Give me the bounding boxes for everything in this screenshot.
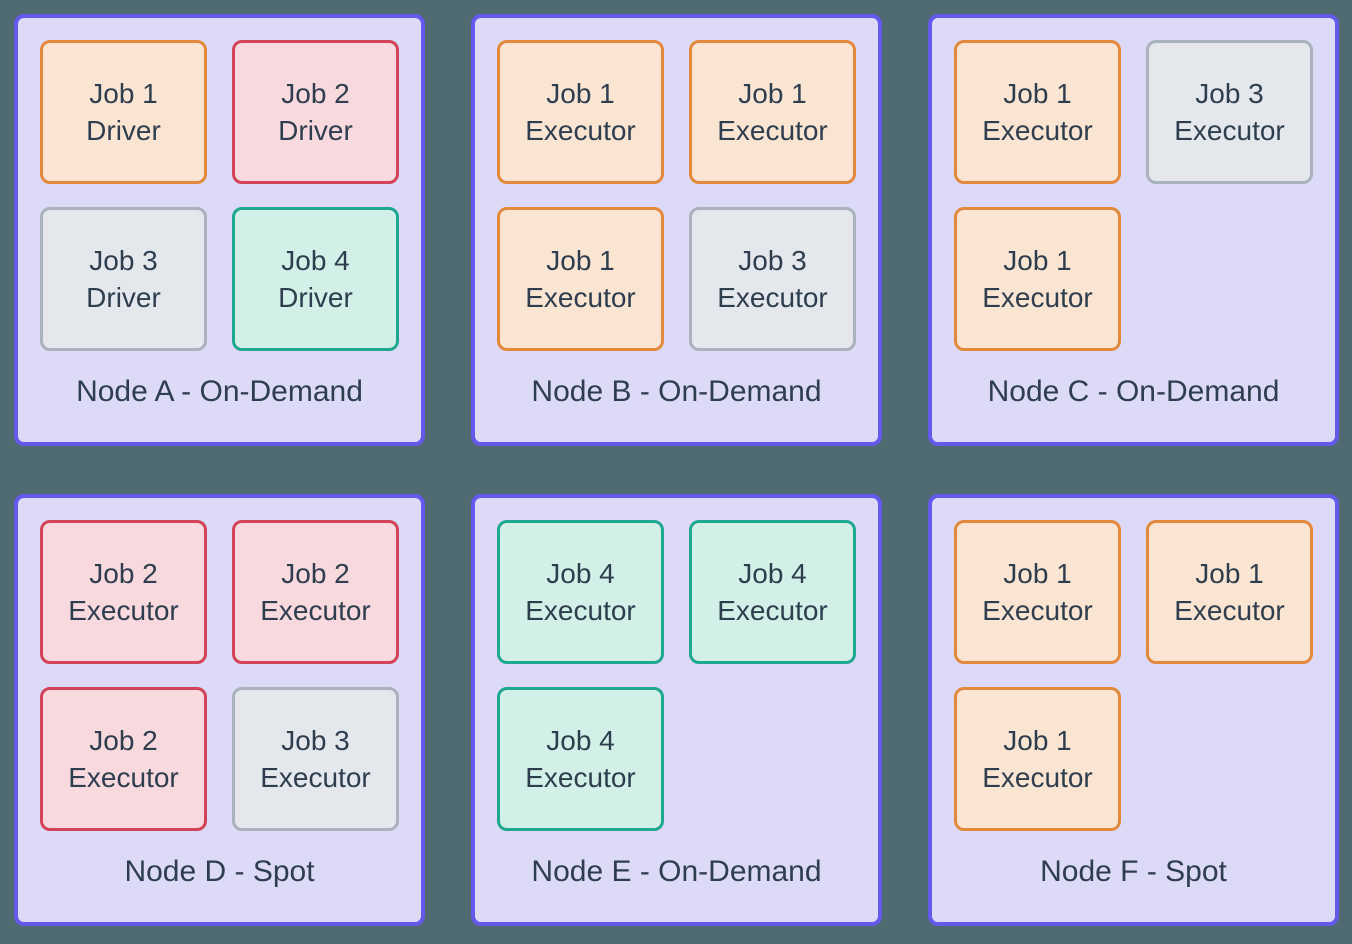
node-label: Node A - On-Demand (76, 374, 363, 408)
job-box-line1: Job 1 (546, 78, 615, 109)
job-box-line1: Job 2 (281, 558, 350, 589)
node-e-job-grid: Job 4 Executor Job 4 Executor Job 4 Exec… (497, 520, 856, 831)
job-box-line1: Job 1 (1003, 78, 1072, 109)
node-a-job-grid: Job 1 Driver Job 2 Driver Job 3 Driver J… (40, 40, 399, 351)
job-box-line2: Executor (68, 595, 179, 626)
job-box-line2: Executor (260, 595, 371, 626)
job-box-line1: Job 1 (1003, 725, 1072, 756)
job-box-line2: Executor (982, 282, 1093, 313)
job-box: Job 4 Driver (232, 207, 399, 351)
job-box-line2: Driver (86, 282, 161, 313)
node-card-c: Job 1 Executor Job 3 Executor Job 1 Exec… (928, 14, 1339, 446)
job-box-line1: Job 3 (738, 245, 807, 276)
job-box-line2: Executor (525, 595, 636, 626)
job-box: Job 4 Executor (689, 520, 856, 664)
job-box-line1: Job 4 (281, 245, 350, 276)
job-box: Job 1 Executor (497, 207, 664, 351)
job-box-line1: Job 1 (546, 245, 615, 276)
job-box-line1: Job 1 (1003, 558, 1072, 589)
job-box-line1: Job 3 (281, 725, 350, 756)
job-box-line2: Executor (525, 115, 636, 146)
job-box-line1: Job 2 (89, 558, 158, 589)
job-box-line2: Executor (717, 115, 828, 146)
job-box-line1: Job 2 (281, 78, 350, 109)
node-d-job-grid: Job 2 Executor Job 2 Executor Job 2 Exec… (40, 520, 399, 831)
job-box: Job 2 Executor (40, 687, 207, 831)
job-box: Job 3 Executor (232, 687, 399, 831)
job-box-line1: Job 1 (89, 78, 158, 109)
job-box: Job 3 Executor (689, 207, 856, 351)
job-box-line1: Job 1 (738, 78, 807, 109)
node-card-b: Job 1 Executor Job 1 Executor Job 1 Exec… (471, 14, 882, 446)
job-box: Job 3 Driver (40, 207, 207, 351)
job-box-line2: Executor (68, 762, 179, 793)
job-box-line1: Job 1 (1195, 558, 1264, 589)
job-box-line2: Executor (1174, 115, 1285, 146)
node-b-job-grid: Job 1 Executor Job 1 Executor Job 1 Exec… (497, 40, 856, 351)
node-label: Node B - On-Demand (531, 374, 822, 408)
node-card-f: Job 1 Executor Job 1 Executor Job 1 Exec… (928, 494, 1339, 926)
job-box: Job 1 Executor (954, 207, 1121, 351)
node-card-e: Job 4 Executor Job 4 Executor Job 4 Exec… (471, 494, 882, 926)
job-box: Job 1 Executor (954, 40, 1121, 184)
node-label: Node C - On-Demand (987, 374, 1280, 408)
job-box-line1: Job 2 (89, 725, 158, 756)
job-box-line1: Job 1 (1003, 245, 1072, 276)
job-box: Job 2 Executor (40, 520, 207, 664)
job-box-line2: Executor (525, 762, 636, 793)
job-box-line1: Job 3 (89, 245, 158, 276)
job-box: Job 1 Executor (954, 687, 1121, 831)
node-f-job-grid: Job 1 Executor Job 1 Executor Job 1 Exec… (954, 520, 1313, 831)
job-box: Job 2 Driver (232, 40, 399, 184)
job-box: Job 4 Executor (497, 520, 664, 664)
job-box: Job 1 Executor (1146, 520, 1313, 664)
job-box-line2: Driver (278, 282, 353, 313)
node-label: Node F - Spot (1040, 854, 1227, 888)
node-card-a: Job 1 Driver Job 2 Driver Job 3 Driver J… (14, 14, 425, 446)
job-box-line2: Executor (982, 595, 1093, 626)
job-box-line2: Executor (525, 282, 636, 313)
node-c-job-grid: Job 1 Executor Job 3 Executor Job 1 Exec… (954, 40, 1313, 351)
node-label: Node E - On-Demand (531, 854, 822, 888)
job-box-line1: Job 4 (546, 558, 615, 589)
job-box-line2: Executor (982, 115, 1093, 146)
node-label: Node D - Spot (124, 854, 315, 888)
job-box-line1: Job 3 (1195, 78, 1264, 109)
job-box: Job 1 Driver (40, 40, 207, 184)
job-box-line2: Driver (86, 115, 161, 146)
job-box: Job 4 Executor (497, 687, 664, 831)
job-box-line2: Executor (717, 282, 828, 313)
job-box: Job 2 Executor (232, 520, 399, 664)
job-box-line1: Job 4 (546, 725, 615, 756)
job-box-line2: Executor (260, 762, 371, 793)
job-box-line2: Executor (717, 595, 828, 626)
job-box-line1: Job 4 (738, 558, 807, 589)
job-box-line2: Executor (982, 762, 1093, 793)
node-card-d: Job 2 Executor Job 2 Executor Job 2 Exec… (14, 494, 425, 926)
job-box-line2: Driver (278, 115, 353, 146)
job-box: Job 3 Executor (1146, 40, 1313, 184)
job-box: Job 1 Executor (497, 40, 664, 184)
job-box: Job 1 Executor (954, 520, 1121, 664)
job-box-line2: Executor (1174, 595, 1285, 626)
job-box: Job 1 Executor (689, 40, 856, 184)
